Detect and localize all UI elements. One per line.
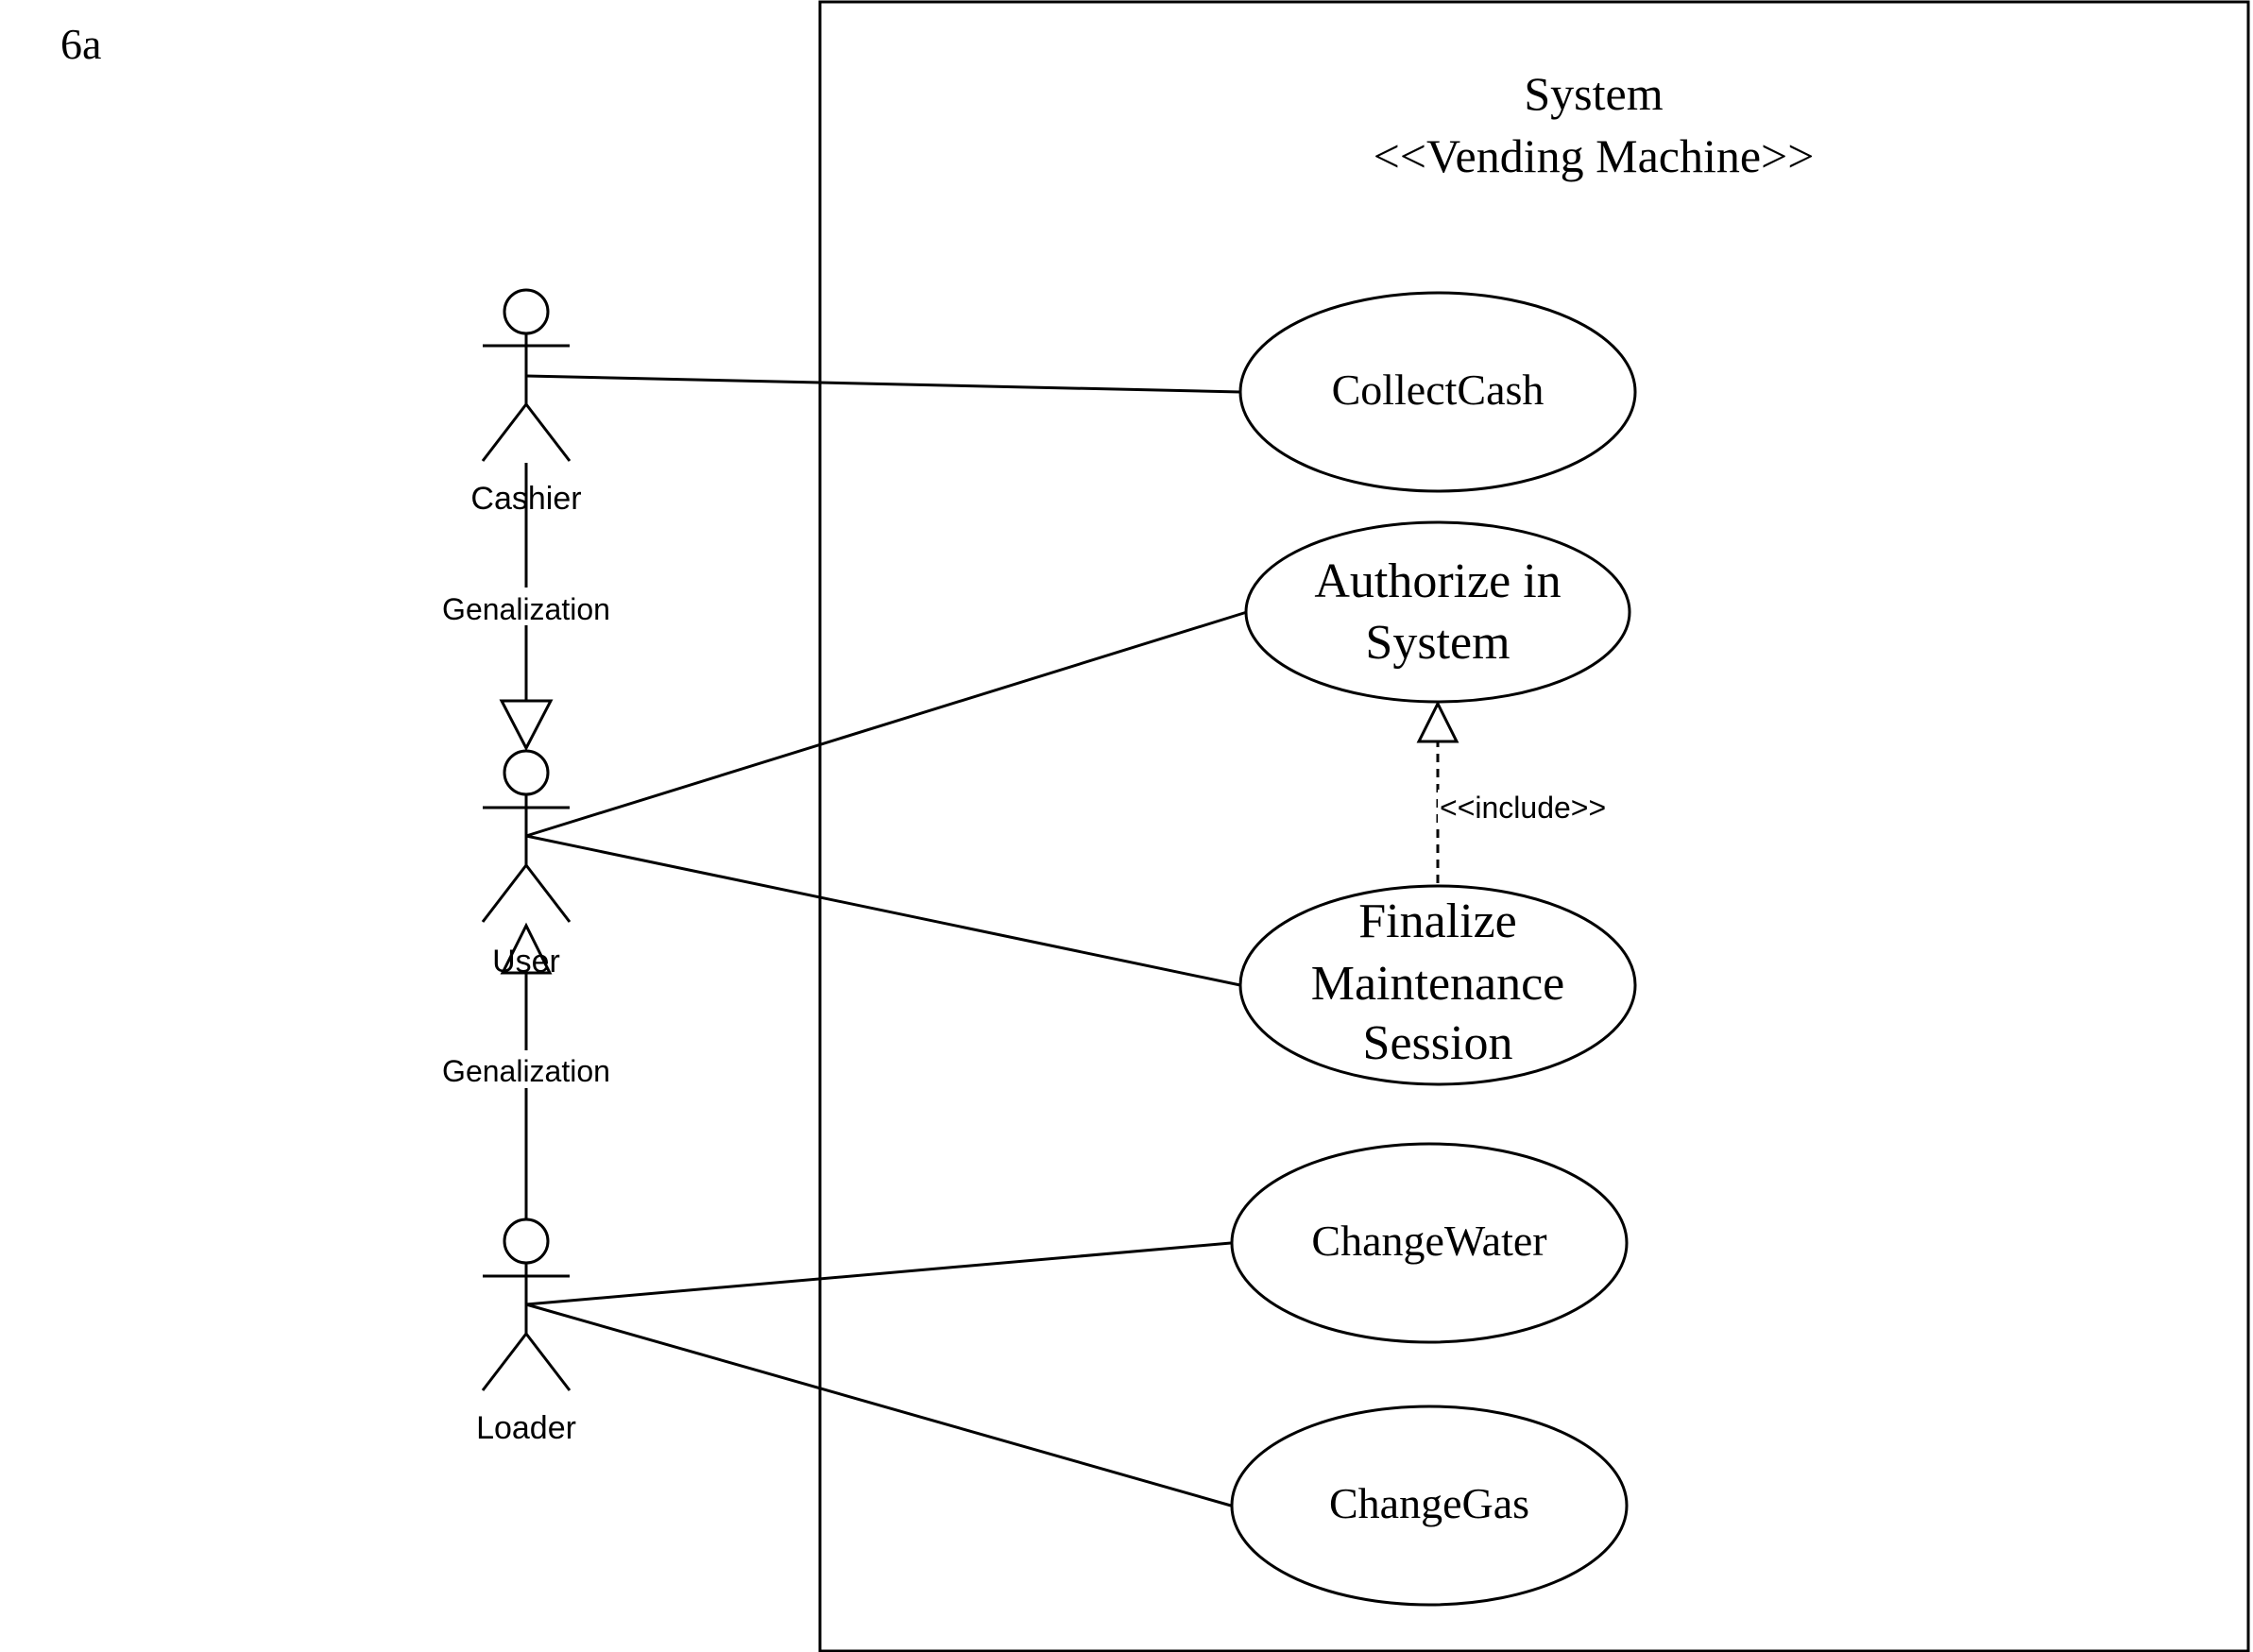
use-case-authorize-label-line2: System [1365,616,1510,670]
actor-cashier-leg-left [481,403,528,462]
use-case-authorize-label-line1: Authorize in [1314,554,1561,608]
use-case-changewater-ellipse [1230,1142,1629,1344]
use-case-finalize-label-line3: Session [1363,1016,1513,1070]
use-case-collectcash-label: CollectCash [1332,366,1545,414]
actor-user-label: User [492,944,560,979]
use-case-finalize-ellipse [1238,884,1637,1086]
actor-user-head [503,749,550,796]
association-loader-changewater [525,1241,1232,1306]
include-label: <<include>> [1440,791,1606,825]
generalization-label-cashier-user: Genalization [442,592,610,626]
actor-cashier-label: Cashier [470,481,581,517]
actor-loader-leg-left [481,1333,528,1391]
include-arrowhead [1416,700,1459,743]
use-case-finalize-label-line1: Finalize [1358,894,1517,948]
include-label-bg [1438,790,1630,826]
use-case-changewater-label: ChangeWater [1311,1217,1546,1265]
system-boundary [818,0,2250,1652]
generalization-label-loader-user: Genalization [442,1054,610,1088]
actor-loader-label: Loader [476,1410,576,1446]
actor-cashier-leg-right [524,403,572,462]
system-title: System [1524,67,1663,120]
generalization-label-bg-top [436,588,616,625]
actor-user-leg-left [481,864,528,923]
association-loader-changegas [525,1303,1232,1507]
use-case-changewater[interactable]: ChangeWater [1230,1142,1629,1344]
association-cashier-collectcash [525,374,1241,394]
system-stereotype: <<Vending Machine>> [1374,129,1815,182]
use-case-collectcash-ellipse [1238,291,1637,493]
use-case-collectcash[interactable]: CollectCash [1238,291,1637,493]
use-case-changegas-label: ChangeGas [1329,1479,1529,1527]
actor-user-leg-right [524,864,572,923]
generalization-label-bg-bottom [436,1050,616,1088]
use-case-changegas[interactable]: ChangeGas [1230,1405,1629,1607]
page-label: 6a [60,20,101,68]
generalization-arrowhead-up [500,922,553,975]
actor-cashier[interactable] [481,288,572,462]
actor-user[interactable] [481,749,572,923]
use-case-changegas-ellipse [1230,1405,1629,1607]
actor-loader-head [503,1218,550,1265]
actor-cashier-head [503,288,550,335]
use-case-finalize[interactable]: Finalize Maintenance Session [1238,884,1637,1086]
use-case-authorize[interactable]: Authorize in System [1244,520,1631,704]
actor-loader[interactable] [481,1218,572,1391]
use-case-authorize-ellipse [1244,520,1631,704]
generalization-arrowhead-down [499,699,554,752]
association-user-authorize [525,610,1248,838]
use-case-finalize-label-line2: Maintenance [1311,957,1565,1011]
association-user-finalize [525,834,1241,987]
actor-loader-leg-right [524,1333,572,1391]
